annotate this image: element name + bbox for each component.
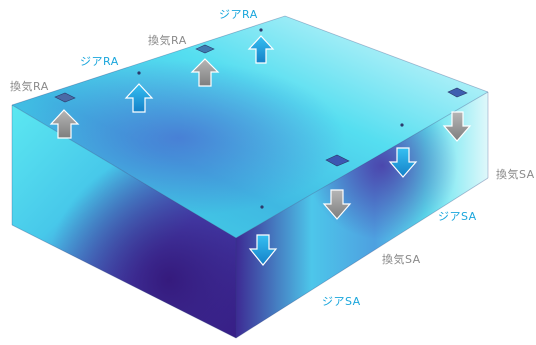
label-ja-sa-right: ジアSA <box>438 210 477 223</box>
outlet-ja-ra-mid <box>137 71 141 75</box>
ceiling-diffusers <box>54 28 468 209</box>
room-edges <box>11 15 489 339</box>
arrow-up-ja-ra-mid <box>124 83 154 113</box>
arrow-up-ex-ra-mid <box>190 58 220 87</box>
arrow-down-ja-sa-right <box>388 147 418 178</box>
arrow-down-ex-sa-right <box>442 111 472 142</box>
arrow-up-ja-ra-top <box>247 35 275 64</box>
label-ex-sa-right: 換気SA <box>496 168 535 181</box>
diffuser-ra-mid <box>195 44 215 54</box>
outlet-ja-sa-right <box>400 123 404 127</box>
room-top-shadow <box>12 16 488 238</box>
room-front-shadow <box>236 92 488 338</box>
label-ja-ra-mid: ジアRA <box>80 55 119 68</box>
diffuser-sa-front <box>325 154 350 167</box>
label-ex-ra-mid: 換気RA <box>148 34 187 47</box>
label-ex-sa-front: 換気SA <box>382 253 421 266</box>
diffuser-ra-left <box>54 92 76 103</box>
outlet-ja-ra-top <box>259 28 263 32</box>
arrow-up-ex-ra-left <box>49 109 80 139</box>
arrow-down-ja-sa-front <box>248 234 278 266</box>
arrow-down-ex-sa-front <box>322 189 352 220</box>
label-ja-sa-front: ジアSA <box>322 295 361 308</box>
room-left-shadow <box>12 105 236 338</box>
label-ex-ra-left: 換気RA <box>10 80 49 93</box>
label-ja-ra-top: ジアRA <box>219 8 258 21</box>
outlet-ja-sa-front <box>260 205 264 209</box>
diffuser-sa-right <box>447 87 468 98</box>
